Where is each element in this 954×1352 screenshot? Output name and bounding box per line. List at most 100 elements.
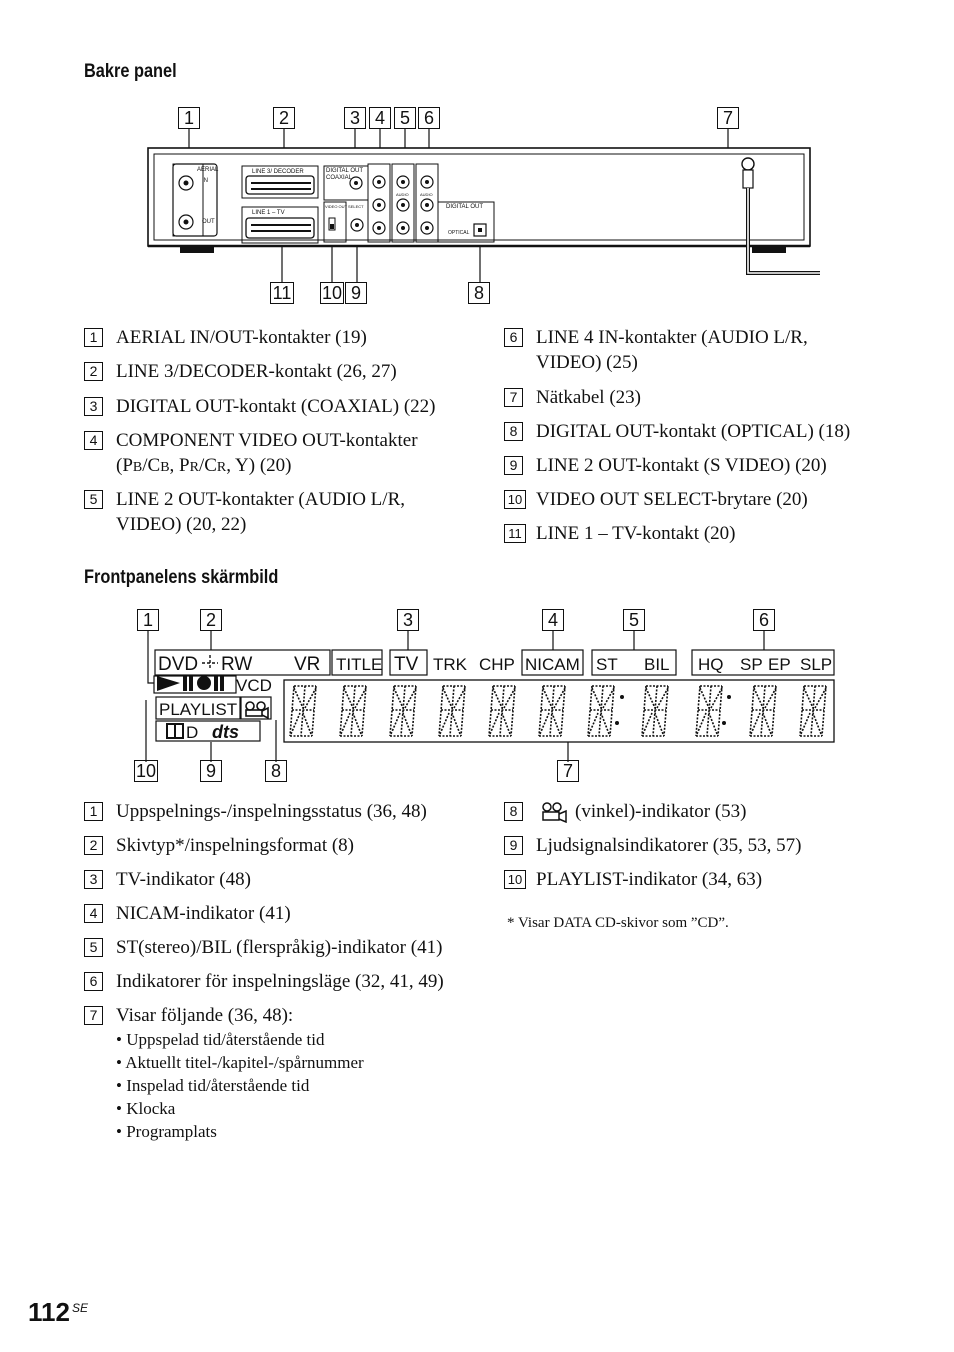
front-item-7-num: 7 [84, 1006, 103, 1025]
rear-item-6-text: LINE 4 IN-kontakter (AUDIO L/R, [536, 327, 808, 348]
callout-4: 4 [369, 107, 391, 129]
angle-icon [245, 701, 269, 720]
front-item-2-text: Skivtyp*/inspelningsformat (8) [116, 835, 355, 856]
rear-item-5-text2: VIDEO) (20, 22) [116, 514, 247, 535]
rear-item-7-num: 7 [504, 388, 523, 407]
rear-item-11-text: LINE 1 – TV-kontakt (20) [536, 523, 736, 544]
lcd-dts: dts [212, 722, 239, 742]
lcd-callout-6: 6 [753, 609, 775, 631]
lcd-status-icons [157, 676, 224, 691]
label-digital-out: DIGITAL OUT [326, 168, 363, 174]
lcd-st: ST [596, 655, 618, 674]
front-item-9-text: Ljudsignalsindikatorer (35, 53, 57) [536, 835, 802, 856]
bullet-4: • Klocka [116, 1099, 176, 1118]
rear-item-8-text: DIGITAL OUT-kontakt (OPTICAL) (18) [536, 421, 851, 442]
rear-item-2-num: 2 [84, 362, 103, 381]
front-item-10-text: PLAYLIST-indikator (34, 63) [536, 869, 763, 890]
lcd-nicam: NICAM [525, 655, 580, 674]
label-in: IN [202, 178, 208, 184]
bullet-3: • Inspelad tid/återstående tid [116, 1076, 310, 1095]
rear-item-3-text: DIGITAL OUT-kontakt (COAXIAL) (22) [116, 396, 436, 417]
lcd-colons [615, 695, 731, 725]
rear-item-4-text2: (PB/CB, PR/CR, Y) (20) [116, 455, 292, 476]
front-item-8-text: (vinkel)-indikator (53) [575, 801, 747, 822]
front-item-6-num: 6 [84, 972, 103, 991]
label-audio-1: AUDIO [396, 192, 409, 197]
rear-item-9-num: 9 [504, 456, 523, 475]
front-item-9-num: 9 [504, 836, 523, 855]
segment-digit [438, 685, 466, 737]
segment-digit [339, 685, 367, 737]
label-line3-decoder: LINE 3/ DECODER [252, 169, 304, 175]
lcd-dolby-d: D [186, 723, 198, 742]
footnote: * Visar DATA CD-skivor som ”CD”. [507, 915, 729, 931]
segment-digit [587, 685, 615, 737]
segment-digit [538, 685, 566, 737]
front-item-3-text: TV-indikator (48) [116, 869, 251, 890]
front-item-1-num: 1 [84, 802, 103, 821]
front-item-3-num: 3 [84, 870, 103, 889]
lcd-vcd: VCD [236, 676, 272, 695]
front-item-10-num: 10 [504, 870, 526, 889]
front-item-1-text: Uppspelnings-/inspelningsstatus (36, 48) [116, 801, 427, 822]
lcd-vr: VR [294, 654, 320, 675]
rear-item-1-num: 1 [84, 328, 103, 347]
lcd-playlist: PLAYLIST [159, 700, 237, 719]
callout-5: 5 [394, 107, 416, 129]
label-digital-out-optical: DIGITAL OUT [446, 204, 483, 210]
label-aerial: AERIAL [197, 167, 219, 173]
label-out: OUT [202, 219, 215, 225]
bullet-2: • Aktuellt titel-/kapitel-/spårnummer [116, 1053, 364, 1072]
lcd-callout-1: 1 [137, 609, 159, 631]
rear-item-2-text: LINE 3/DECODER-kontakt (26, 27) [116, 361, 397, 382]
bullet-1: • Uppspelad tid/återstående tid [116, 1030, 325, 1049]
segment-digit [389, 685, 417, 737]
segment-digit [289, 685, 317, 737]
rear-item-1-text: AERIAL IN/OUT-kontakter (19) [116, 327, 367, 348]
lcd-callout-2: 2 [200, 609, 222, 631]
label-video-out-select: VIDEO OUT SELECT [325, 204, 364, 209]
front-item-5-num: 5 [84, 938, 103, 957]
bullet-5: • Programplats [116, 1122, 217, 1141]
front-item-6-text: Indikatorer för inspelningsläge (32, 41,… [116, 971, 444, 992]
callout-11: 11 [270, 282, 294, 304]
rear-panel-drawing: AERIAL IN OUT LINE 3/ DECODER LINE 1 – T… [147, 129, 820, 282]
rear-item-9-text: LINE 2 OUT-kontakt (S VIDEO) (20) [536, 455, 827, 476]
label-audio-2: AUDIO [420, 192, 433, 197]
rear-item-10-text: VIDEO OUT SELECT-brytare (20) [536, 489, 808, 510]
rear-item-7-text: Nätkabel (23) [536, 387, 641, 408]
segment-digit [749, 685, 777, 737]
front-item-5-text: ST(stereo)/BIL (flerspråkig)-indikator (… [116, 937, 443, 958]
segment-digit [799, 685, 827, 737]
front-item-4-text: NICAM-indikator (41) [116, 903, 291, 924]
callout-10: 10 [320, 282, 344, 304]
callout-3: 3 [344, 107, 366, 129]
lcd-callout-3: 3 [397, 609, 419, 631]
segment-digit [695, 685, 723, 737]
front-item-8-num: 8 [504, 802, 523, 821]
label-coaxial: COAXIAL [326, 175, 353, 181]
lcd-tv: TV [394, 654, 419, 675]
rear-item-11-num: 11 [504, 524, 526, 543]
segment-digit [488, 685, 516, 737]
callout-2: 2 [273, 107, 295, 129]
rear-item-3-num: 3 [84, 397, 103, 416]
rear-item-10-num: 10 [504, 490, 526, 509]
callout-7: 7 [717, 107, 739, 129]
front-item-7-text: Visar följande (36, 48): [116, 1005, 294, 1026]
rear-item-5-num: 5 [84, 490, 103, 509]
front-display-drawing: DVD RW VR TITLE TV TRK CHP NICAM ST BIL … [145, 630, 835, 762]
segment-digit [641, 685, 669, 737]
front-item-7-bullets: • Uppspelad tid/återstående tid • Aktuel… [116, 1028, 364, 1143]
lcd-title: TITLE [336, 655, 382, 674]
rear-item-8-num: 8 [504, 422, 523, 441]
lcd-callout-5: 5 [623, 609, 645, 631]
lcd-sp: SP [740, 655, 763, 674]
rear-item-6-text2: VIDEO) (25) [536, 352, 638, 373]
lcd-chp: CHP [479, 655, 515, 674]
callout-6: 6 [418, 107, 440, 129]
label-line1-tv: LINE 1 – TV [252, 210, 285, 216]
front-item-4-num: 4 [84, 904, 103, 923]
lcd-ep: EP [768, 655, 791, 674]
